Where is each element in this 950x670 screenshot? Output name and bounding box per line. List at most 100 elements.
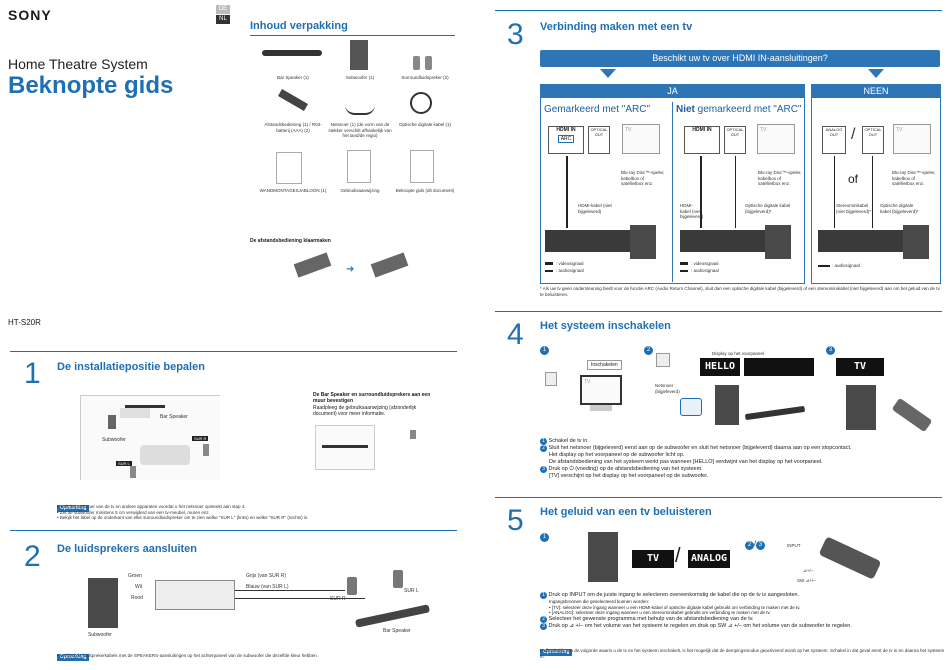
arc-video-legend: : videosignaal (556, 261, 584, 266)
arrow-ja-icon (600, 69, 616, 78)
neen-optical-port: OPTICAL OUT (862, 126, 884, 154)
s5-step23-badge: 2/3 (745, 533, 765, 551)
ja-divider (672, 102, 673, 282)
s4-step-3: 3 Druk op ⏻ (voeding) op de afstandsbedi… (540, 466, 940, 473)
room-tv-stand (120, 408, 150, 418)
template-image (276, 152, 302, 184)
brand-logo: SONY (8, 7, 52, 23)
s2-sub-label: Subwoofer (88, 632, 112, 638)
neen-analog-port: ANALOG OUT (822, 126, 846, 154)
s5-steps: 1 Druk op INPUT om de juiste ingang te s… (540, 592, 940, 630)
pkg-item-9: Beknopte gids (dit document) (395, 188, 455, 193)
s4-tv-stand (590, 405, 612, 411)
neen-stereo-cable (834, 156, 835, 228)
neen-sub-rear (818, 230, 903, 252)
s5-heading: Het geluid van een tv beluisteren (540, 506, 712, 518)
s2-rule (10, 530, 457, 531)
noarc-video-icon (680, 262, 688, 265)
arc-sub-rear (545, 230, 630, 252)
s4-step-2: 2 Sluit het netsnoer (bijgeleverd) eerst… (540, 445, 940, 452)
s5-step-2: 2 Selecteer het gewenste programma met b… (540, 615, 940, 623)
wall-surround (410, 430, 416, 439)
s4-step2-badge: 2 (644, 346, 653, 355)
s2-blue: Blauw (van SUR L) (246, 584, 289, 590)
s2-note: • Verbind de luidsprekerkabels met de SP… (57, 653, 318, 658)
s4-step-3b: [TV] verschijnt op het display op het vo… (549, 473, 709, 479)
arc-hdmi-port: HDMI IN ARC (548, 126, 584, 154)
s2-bar-image (354, 604, 431, 628)
speaker-terminals (155, 580, 235, 610)
s4-disp-label: Display op het voorpaneel (712, 351, 765, 356)
noarc-audio-legend: : audiosignaal (691, 268, 719, 273)
s4-plug-zoom (680, 398, 702, 416)
pkg-item-8: Gebruiksaanwijzing (340, 188, 380, 193)
arrow-neen-icon (868, 69, 884, 78)
s3-heading: Verbinding maken met een tv (540, 21, 693, 33)
pkg-item-5: Netsnoer (1) (de vorm van de stekker ver… (328, 122, 392, 138)
noarc-video-legend: : videosignaal (691, 261, 719, 266)
noarc-bluray: Blu-ray Disc™-speler, kabelbox of satell… (758, 170, 802, 186)
product-name: Home Theatre System (8, 56, 148, 72)
s3-rule (495, 10, 942, 11)
wall-outlet (545, 372, 557, 386)
s4-step1-badge: 1 (540, 346, 549, 355)
power-cord-image (345, 103, 375, 115)
s2-bar-label: Bar Speaker (383, 628, 411, 634)
manual-image (347, 150, 371, 183)
package-rule (250, 35, 455, 36)
pkg-item-7: WANDMONTAGESJABLOON (1) (259, 188, 327, 193)
arc-tv: TV (622, 124, 660, 154)
s5-step-1: 1 Druk op INPUT om de juiste ingang te s… (540, 592, 940, 599)
s4-display-blank (744, 358, 814, 376)
neen-or: of (848, 172, 859, 186)
room-surl-speaker (130, 466, 136, 478)
arc-optical-port: OPTICAL OUT (588, 126, 610, 154)
noarc-audio-icon (680, 270, 688, 272)
surround-image-1 (413, 56, 420, 70)
optical-cable-image (410, 92, 432, 114)
s4-remote[interactable] (891, 397, 933, 433)
noarc-subwoofer (765, 225, 791, 259)
s5-tv-display: TV (632, 550, 674, 568)
pkg-item-1: Bar Speaker (1) (277, 75, 309, 80)
s4-bar (744, 405, 806, 421)
s5-step-1d: • [ANALOG]: selecteer deze ingang wannee… (549, 610, 771, 615)
room-sofa (140, 445, 190, 465)
noarc-sub-rear (680, 230, 765, 252)
lang-de: DE (216, 5, 230, 14)
arc-subwoofer (630, 225, 656, 259)
model-number: HT-S20R (8, 318, 41, 327)
s5-note: • Afhankelijk van de volgorde waarin u d… (540, 648, 945, 659)
s4-outlet-2 (656, 353, 670, 367)
subwoofer-image (350, 40, 368, 70)
s4-hello-display: HELLO (700, 358, 740, 376)
s5-step-3: 3 Druk op ⊿ +/– om het volume van het sy… (540, 622, 940, 630)
s5-remote[interactable] (818, 536, 882, 580)
s3-number: 3 (507, 18, 524, 51)
s4-subwoofer-2 (846, 385, 876, 430)
neen-tv: TV (893, 124, 931, 154)
s1-notes: • Trek het netsnoer van de tv en andere … (57, 504, 457, 521)
s4-subwoofer (715, 385, 739, 425)
s1-bar-label: Bar Speaker (160, 414, 188, 420)
room-surr-speaker (203, 444, 209, 456)
s3-question: Beschikt uw tv over HDMI IN-aansluitinge… (540, 50, 940, 67)
noarc-hdmi-cable (700, 156, 702, 228)
s2-cable-2 (235, 598, 365, 599)
noarc-optical-cable (735, 156, 736, 228)
pkg-item-2: Subwoofer (1) (345, 75, 375, 80)
surround-image-2 (425, 56, 432, 70)
language-tabs: DE NL (216, 5, 230, 25)
s1-heading: De installatiepositie bepalen (57, 361, 205, 373)
s1-rule (10, 351, 457, 352)
s2-surl-label: SUR L (404, 588, 419, 594)
lang-nl: NL (216, 15, 230, 24)
s5-subwoofer (588, 532, 618, 582)
noarc-optical-port: OPTICAL OUT (724, 126, 746, 154)
s4-number: 4 (507, 318, 524, 351)
s4-step-2b: Het display op het voorpaneel op de subw… (549, 452, 685, 458)
bar-speaker-image (262, 50, 322, 56)
s5-sw-label: SW ⊿+/– (797, 578, 816, 583)
arc-audio-legend: : audiosignaal (556, 268, 584, 273)
remote-image (278, 89, 308, 111)
